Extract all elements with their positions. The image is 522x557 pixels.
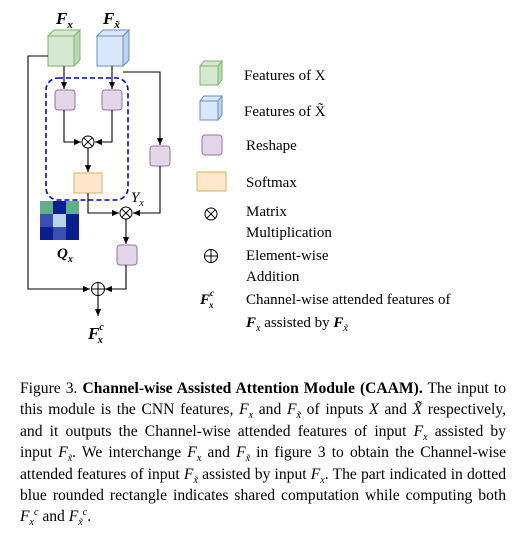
matmul-operator-top [81,135,95,149]
legend-blue-cube-icon [198,94,224,122]
caption-text: and [38,508,69,526]
caption-math-subscript: x [29,517,34,529]
caption-text: The input to this module is the CNN feat… [20,380,506,419]
legend-reshape-icon [201,134,223,156]
label-qx: Qx [57,246,73,265]
reshape-box-side [149,145,171,167]
caption-math-symbol: X̃ [412,401,423,419]
shared-computation-region [45,77,129,201]
legend-text-add-1: Element-wise [246,248,329,264]
caption-text: assisted by input [20,422,506,462]
caption-math-symbol: F [286,401,297,419]
q-matrix-cell [40,201,53,214]
features-x-cube [46,28,82,68]
caption-text: of inputs [300,401,370,419]
legend-item-features-x: Features of X [198,59,326,87]
q-matrix-cell [66,201,79,214]
caption-text: in figure 3 to obtain the Channel-wise a… [20,444,506,483]
caption-math-symbol: F [236,444,246,462]
flow-arrows [27,55,164,316]
add-operator [91,282,105,296]
legend: Features of X Features of X̃ Reshape Sof… [196,59,451,334]
input-label-fxt: Fx̃ [102,9,120,31]
legend-text-softmax: Softmax [246,175,297,191]
legend-item-reshape: Reshape [201,134,297,156]
legend-text-features-x: Features of X [244,68,326,84]
caption-math-symbol: F [310,465,321,483]
q-matrix-cell [53,227,66,240]
softmax-box [73,172,103,194]
caption-math-subscript: x [320,474,325,486]
legend-text-attended-1: Channel-wise attended features of [246,292,451,308]
caption-math-subscript: x [196,453,202,465]
caption-prefix: Figure 3. [20,380,83,397]
caption-math-symbol: F [20,508,30,526]
q-matrix-cell [53,214,66,227]
matmul-operator-bottom [119,206,133,220]
caption-text: . We interchange [72,444,188,462]
caption-text: . The part indicated in dotted blue roun… [20,465,506,505]
features-xt-cube [95,28,131,68]
reshape-box-right [101,89,123,111]
caption-math-symbol: F [239,401,249,419]
caption-math-superscript: c [33,507,39,519]
figure-caption: Figure 3. Channel-wise Assisted Attentio… [20,378,506,528]
caption-text: . [87,508,92,526]
legend-item-add: Element-wise Addition [204,248,329,285]
caam-diagram: Fx Fx̃ [27,9,451,346]
caption-math-symbol: F [58,444,68,462]
caption-math-subscript: x̃ [78,517,83,529]
caption-math-subscript: x [423,431,428,443]
legend-softmax-icon [196,171,227,192]
caption-title: Channel-wise Assisted Attention Module (… [82,380,423,397]
legend-item-softmax: Softmax [196,171,297,192]
caption-math-subscript: x [248,410,254,422]
legend-item-matmul: Matrix Multiplication [204,204,332,241]
caption-body: The input to this module is the CNN feat… [20,380,507,528]
caption-math-symbol: X [369,401,379,419]
caption-math-subscript: x̃ [245,453,251,465]
caption-math-superscript: c [82,507,88,519]
caption-math-symbol: F [187,444,197,462]
q-matrix-cell [66,214,79,227]
reshape-box-bottom [116,244,138,266]
legend-text-features-xt: Features of X̃ [244,103,326,120]
q-matrix-cell [40,214,53,227]
caption-math-subscript: x̃ [67,453,73,465]
legend-text-add-2: Addition [246,269,300,285]
legend-item-features-xt: Features of X̃ [198,94,326,122]
q-matrix-cell [53,201,66,214]
caption-math-symbol: F [68,508,79,526]
caption-text: and [378,401,413,419]
legend-green-cube-icon [198,59,224,87]
caption-math-symbol: F [413,422,424,440]
legend-text-matmul-2: Multiplication [246,225,332,241]
q-matrix-heatmap [40,201,79,240]
caption-math-subscript: x̃ [193,474,198,486]
legend-text-matmul-1: Matrix [246,204,287,220]
legend-text-reshape: Reshape [246,138,297,154]
caption-text: and [253,401,287,419]
input-label-fx: Fx [55,9,73,31]
caption-text: respectively, and it outputs the Channel… [20,401,507,440]
q-matrix-cell [66,227,79,240]
label-yx: Yx [131,190,144,209]
caption-text: assisted by input [197,465,311,483]
legend-matmul-icon [204,207,218,221]
q-matrix-cell [40,227,53,240]
reshape-box-left [54,89,76,111]
caption-math-subscript: x̃ [296,410,301,422]
legend-text-attended-2: Fx assisted by Fx̃ [245,315,348,334]
caption-math-symbol: F [183,465,194,483]
legend-add-icon [204,249,218,263]
caption-text: and [201,444,237,462]
